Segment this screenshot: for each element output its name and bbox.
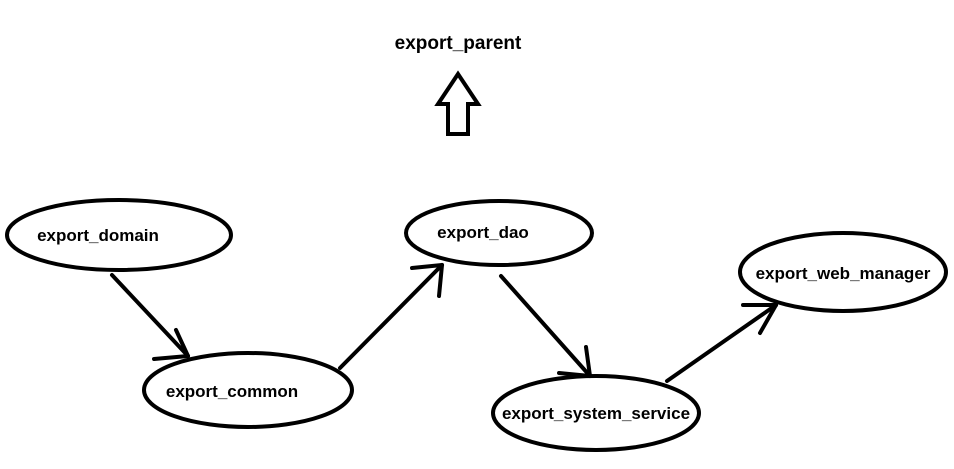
edge-domain-to-common [110,273,190,361]
node-export-system-service: export_system_service [491,374,701,452]
node-label: export_domain [37,226,159,245]
node-label: export_system_service [502,404,690,423]
node-export-dao: export_dao [404,199,594,267]
diagram-title: export_parent [394,33,522,54]
edge-common-to-dao [338,263,444,370]
node-export-domain: export_domain [5,198,233,272]
parent-up-arrow-icon [434,70,482,136]
node-label: export_web_manager [756,264,931,283]
edge-system-service-to-web-manager [665,303,778,383]
edge-dao-to-system-service [499,274,592,378]
node-label: export_common [166,382,298,401]
node-export-web-manager: export_web_manager [738,231,948,313]
node-label: export_dao [437,223,529,242]
node-export-common: export_common [142,351,354,429]
